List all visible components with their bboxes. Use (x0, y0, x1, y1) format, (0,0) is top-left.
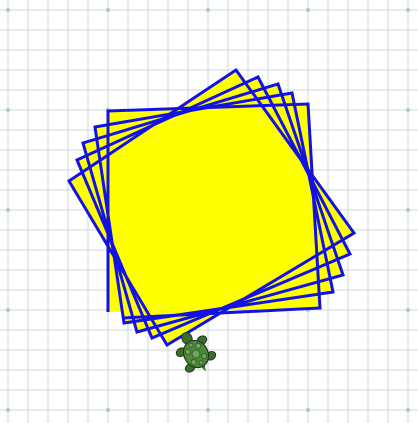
turtle-shell-scute (195, 342, 202, 349)
grid-dot (5, 407, 11, 413)
grid-dot (5, 107, 11, 113)
square-outline (106, 102, 322, 320)
grid-dot (405, 7, 411, 13)
grid-dot (405, 407, 411, 413)
grid-dot (5, 207, 11, 213)
turtle-shell-scute (191, 349, 201, 359)
grid-dot (305, 407, 311, 413)
turtle-shell-scute (184, 348, 191, 355)
turtle-icon[interactable] (169, 325, 220, 380)
filled-region (69, 70, 354, 345)
grid-dot (105, 7, 111, 13)
grid-dot (205, 407, 211, 413)
turtle-shell-scute (188, 342, 194, 348)
square-outline (81, 82, 345, 334)
square-outline (66, 67, 357, 348)
turtle-shell-scute (198, 360, 204, 366)
turtle-shell-scute (190, 359, 197, 366)
grid-dot (5, 307, 11, 313)
grid-dot (205, 7, 211, 13)
grid-dot (405, 207, 411, 213)
grid-dot (305, 7, 311, 13)
grid-dot (405, 107, 411, 113)
square-fill (69, 70, 354, 345)
turtle-shell-scute (201, 353, 208, 360)
grid-dot (405, 307, 411, 313)
grid-dot (105, 407, 111, 413)
square-outlines (66, 67, 357, 348)
grid-dot (5, 7, 11, 13)
turtle-body (175, 332, 217, 373)
